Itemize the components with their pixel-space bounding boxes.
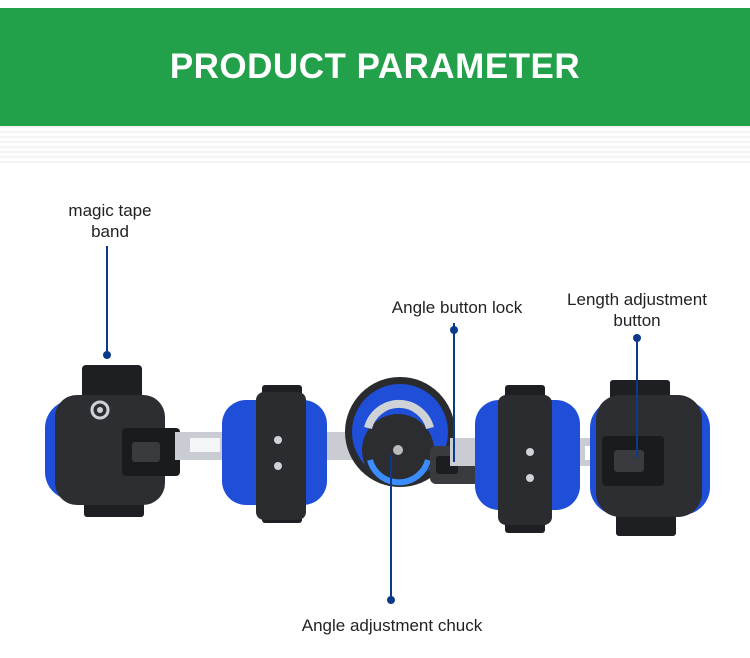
header-banner: PRODUCT PARAMETER [0,8,750,126]
angle-chuck-label: Angle adjustment chuck [301,616,483,635]
length-adjust-label-line1: Length adjustment [567,290,707,309]
page-title: PRODUCT PARAMETER [169,47,581,86]
left-calf-cuff [222,385,327,523]
magic-tape-label-line1: magic tape [68,201,152,220]
right-calf-cuff [475,385,580,533]
left-thigh-cuff [45,365,180,517]
angle-lock-label: Angle button lock [391,298,523,317]
magic-tape-label-line2: band [91,222,129,241]
magic-tape-label: magic tape band [40,200,180,242]
angle-hinge [345,377,480,487]
callout-lines [103,246,641,604]
decorative-stripe [0,126,750,166]
length-adjust-label: Length adjustment button [548,289,726,331]
right-thigh-cuff [590,380,710,536]
ring-icon [90,400,110,420]
length-adjust-label-line2: button [613,311,661,330]
